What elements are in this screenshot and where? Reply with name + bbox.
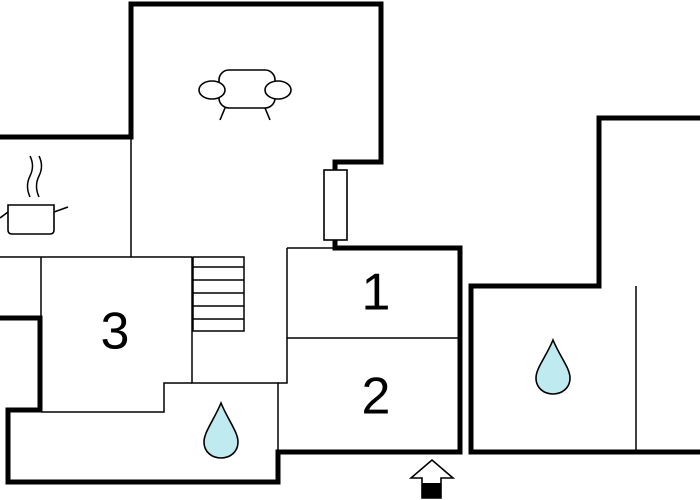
fireplace-icon <box>323 169 348 241</box>
room-label-2: 2 <box>362 368 391 426</box>
stairs-icon <box>192 256 245 332</box>
wall-room3-bottom <box>41 382 192 413</box>
room-label-3: 3 <box>101 303 130 361</box>
wall-room1-2 <box>278 248 288 384</box>
walls <box>0 1 700 485</box>
wall-room3-outline <box>191 257 279 452</box>
wall-left-lower <box>0 245 463 485</box>
room-label-1: 1 <box>362 264 391 322</box>
interior-walls <box>0 137 637 452</box>
water-drop-icon <box>535 337 571 395</box>
water-drop-icon <box>203 400 239 459</box>
cooking-pot-icon <box>0 155 69 235</box>
sofa-icon <box>198 69 292 121</box>
entrance-arrow-icon <box>408 458 456 499</box>
wall-right-wing <box>468 115 700 455</box>
